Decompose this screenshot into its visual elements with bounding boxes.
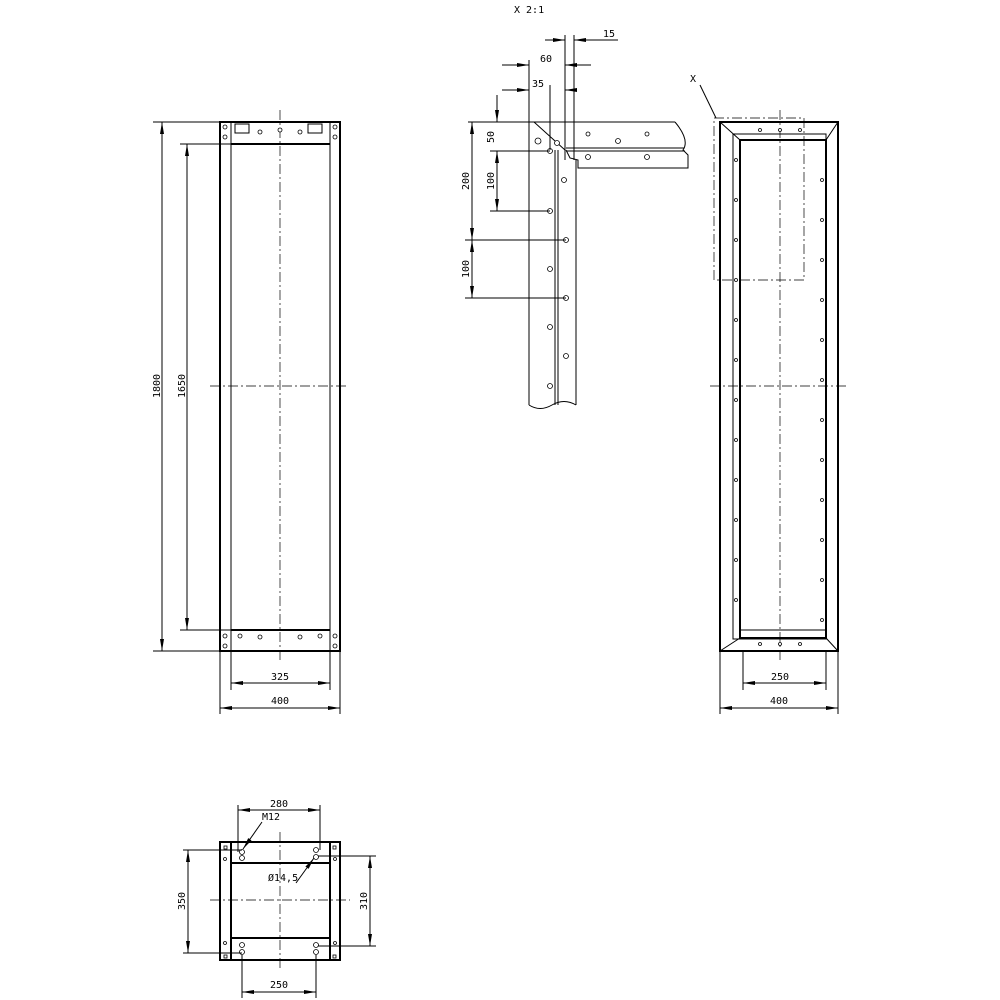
- dim-15: 15: [603, 29, 615, 40]
- dim-100-a: 100: [486, 172, 497, 190]
- hole-diameter-label: Ø14,5: [268, 872, 298, 884]
- dim-50: 50: [486, 131, 497, 143]
- dim-200: 200: [461, 172, 472, 190]
- bottom-view: 280 M12 Ø14,5 350 310 250: [177, 799, 376, 998]
- detail-view: X 2:1 15 60 35 50 100 200 100: [461, 5, 689, 409]
- dim-400-side: 400: [770, 696, 788, 707]
- dim-325: 325: [271, 672, 289, 683]
- side-view: X 250 400: [690, 74, 848, 714]
- detail-label: X 2:1: [514, 5, 544, 16]
- dim-1800: 1800: [152, 374, 163, 398]
- dim-350: 350: [177, 892, 188, 910]
- dim-35: 35: [532, 79, 544, 90]
- dim-100-b: 100: [461, 260, 472, 278]
- thread-label-m12: M12: [262, 812, 280, 823]
- front-view: 1800 1650 325 400: [152, 110, 348, 714]
- dim-310: 310: [359, 892, 370, 910]
- detail-marker-x: X: [690, 74, 696, 85]
- dim-400-front: 400: [271, 696, 289, 707]
- dim-250-bottom: 250: [270, 980, 288, 991]
- dim-1650: 1650: [177, 374, 188, 398]
- dim-280: 280: [270, 799, 288, 810]
- dim-60: 60: [540, 54, 552, 65]
- dim-250-side: 250: [771, 672, 789, 683]
